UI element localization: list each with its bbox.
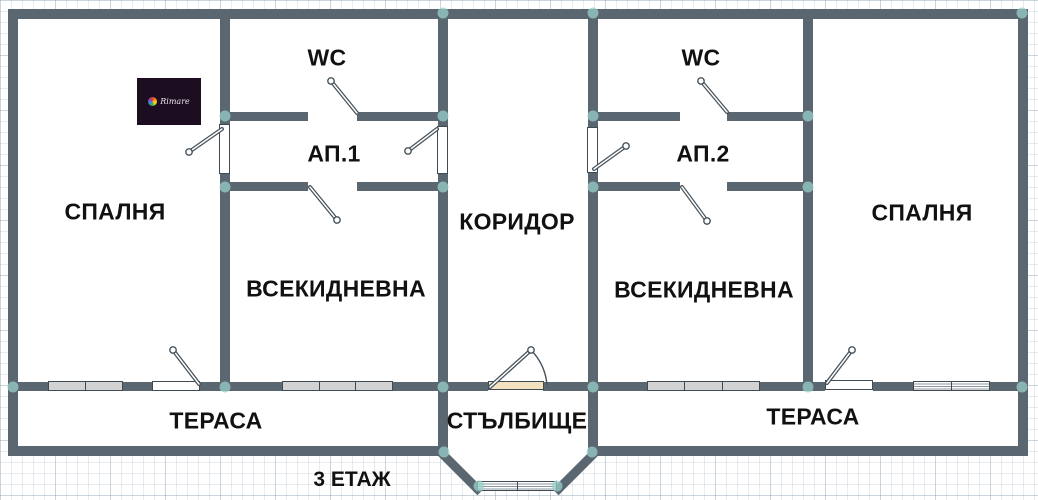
junction-dot [587,181,599,193]
building-fill [8,9,1028,391]
window-pane [723,382,759,390]
door-terrace-bedroom-left [152,381,200,391]
wall-terrace-right-bottom [588,446,1026,456]
wall-hall2-b [727,182,810,191]
door-ap2-corridor [587,127,598,173]
junction-dot [437,181,449,193]
room-label-bedroom-left: СПАЛНЯ [64,198,166,225]
wall-wc1-a [225,112,308,121]
window-living-right [647,381,760,391]
junction-dot [437,7,449,19]
window-pane [914,382,952,390]
room-label-bedroom-right: СПАЛНЯ [871,199,973,226]
wall-sep-3 [200,382,282,391]
wall-corridor-left [438,9,448,454]
junction-dot [437,381,449,393]
watermark-logo: Rimare [137,78,201,125]
window-pane [518,482,557,490]
wall-wc2-a [593,112,680,121]
wall-terrace-left-bottom [8,446,448,456]
door-bedroom-left [219,124,230,174]
junction-dot [587,110,599,122]
junction-dot [219,181,231,193]
window-pane [86,382,122,390]
room-label-terrace-right: ТЕРАСА [766,403,860,430]
floor-label: 3 ЕТАЖ [313,468,391,491]
window-bedroom-right [913,381,990,391]
wall-hall2-a [593,182,680,191]
logo-color-wheel-icon [148,97,158,106]
wall-sep-1 [8,382,48,391]
junction-dot [219,110,231,122]
window-pane [648,382,686,390]
junction-dot [7,381,19,393]
watermark-text: Rimare [160,97,190,106]
room-label-wc-right: WC [681,44,721,71]
wall-corridor-right [588,9,598,454]
room-label-terrace-left: ТЕРАСА [169,407,263,434]
junction-dot [1016,7,1028,19]
room-label-living-left: ВСЕКИДНЕВНА [246,275,426,302]
junction-dot [587,381,599,393]
door-terrace-bedroom-right [825,380,873,390]
junction-dot [802,381,814,393]
window-staircase-bay [477,481,557,491]
window-pane [356,382,392,390]
room-label-living-right: ВСЕКИДНЕВНА [614,276,794,303]
window-pane [49,382,86,390]
room-label-staircase: СТЪЛБИЩЕ [446,407,588,434]
junction-dot [219,381,231,393]
window-pane [478,482,518,490]
junction-dot [473,480,485,492]
window-pane [685,382,723,390]
room-label-hall-ap1: АП.1 [307,140,361,167]
wall-hall1-a [225,182,308,191]
junction-dot [802,181,814,193]
terrace-right-fill [588,386,1026,456]
wall-left [8,9,18,456]
window-living-left [282,381,393,391]
wall-sep-6 [760,382,825,391]
terrace-left-fill [8,386,448,456]
wall-right [1018,9,1028,456]
window-pane [952,382,989,390]
junction-dot [802,110,814,122]
junction-dot [551,480,563,492]
door-ap1-corridor [437,126,448,174]
wall-wc1-b [357,112,445,121]
wall-hall1-b [357,182,445,191]
wall-wc2-b [727,112,810,121]
window-bedroom-left [48,381,123,391]
room-label-wc-left: WC [307,44,347,71]
room-label-corridor: КОРИДОР [459,208,575,235]
wall-sep-2 [123,382,152,391]
window-pane [283,382,320,390]
wall-divider-left [220,9,230,391]
junction-dot [437,110,449,122]
wall-top [8,9,1028,19]
door-staircase [488,381,544,390]
window-pane [320,382,357,390]
wall-sep-8 [990,382,1026,391]
junction-dot [1016,381,1028,393]
wall-sep-7 [873,382,913,391]
wall-divider-right [803,9,813,391]
junction-dot [586,446,598,458]
junction-dot [587,7,599,19]
junction-dot [438,446,450,458]
room-label-hall-ap2: АП.2 [676,140,730,167]
